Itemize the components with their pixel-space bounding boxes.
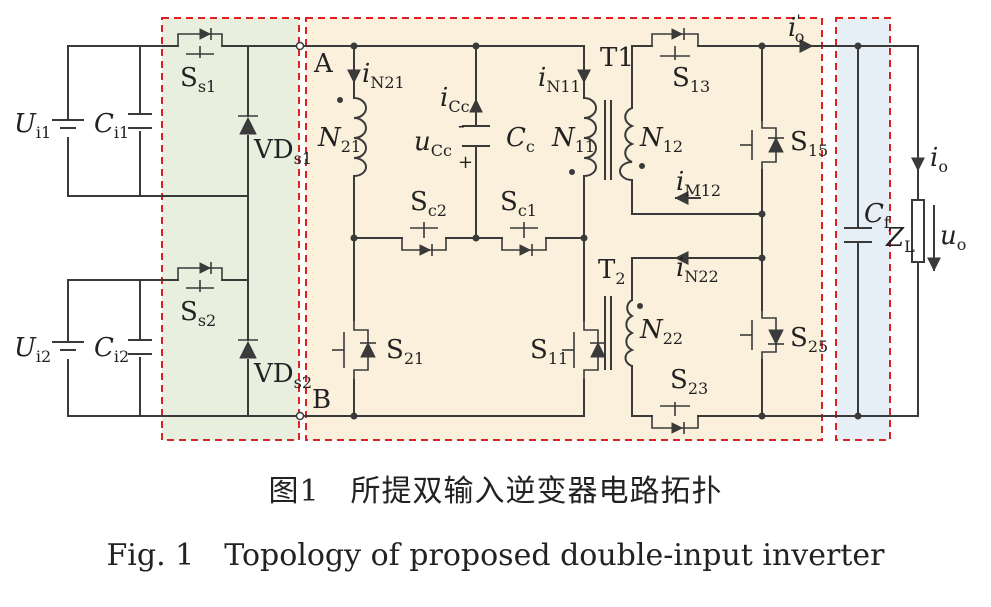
diode-vds1 [238,115,258,135]
label-uo: uo [940,221,966,254]
switch-s13 [651,28,699,60]
output-wiring [839,45,919,417]
load-zl [911,199,925,263]
label-s23: S23 [670,365,708,398]
winding-n21 [337,97,367,177]
label-zl: ZL [885,223,915,256]
input-wiring [67,45,299,417]
label-in22: iN22 [676,253,719,286]
label-cf: Cf [864,199,891,232]
caption-chinese: 图1 所提双输入逆变器电路拓扑 [268,474,723,509]
switch-s11 [562,320,606,380]
label-sc1: Sc1 [500,187,537,220]
label-n22: N22 [639,315,683,348]
capacitor-ci1 [128,113,152,129]
label-in11: iN11 [538,63,581,96]
label-cc-minus: - [458,113,465,137]
switch-s23 [651,402,699,434]
terminal-a [295,41,305,51]
switch-s25 [740,310,784,360]
circuit-diagram: Ui1 Ci1 Ui2 Ci2 Ss1 Ss2 VDs1 VDs2 A B iN… [14,11,966,441]
label-s11: S11 [530,335,568,368]
label-sc2: Sc2 [410,187,447,220]
switch-ss1 [177,28,223,58]
switch-ss2 [177,262,223,292]
label-ci2: Ci2 [94,333,129,366]
label-s13: S13 [672,63,710,96]
label-ui1: Ui1 [14,109,51,142]
label-cc: Cc [506,123,535,156]
transformer-core-t2 [604,296,612,370]
label-io: io [930,143,948,176]
label-n21: N21 [317,123,361,156]
label-n12: N12 [639,123,683,156]
source-ui2 [52,341,84,351]
diode-vds2 [238,339,258,359]
converter-stage-region [305,17,823,441]
switch-s15 [740,120,784,170]
switch-sc2 [401,222,447,256]
winding-n12 [619,107,645,181]
winding-n11 [569,97,597,177]
label-node-b: B [312,385,331,415]
caption-english: Fig. 1 Topology of proposed double-input… [106,538,885,573]
label-ui2: Ui2 [14,333,51,366]
component-labels: Ui1 Ci1 Ui2 Ci2 Ss1 Ss2 VDs1 VDs2 A B iN… [14,11,966,415]
label-t1: T1 [600,43,634,73]
label-ss2: Ss2 [180,297,216,330]
switch-sc1 [501,222,547,256]
label-n11: N11 [551,123,595,156]
terminal-b [295,411,305,421]
label-node-a: A [313,49,334,79]
capacitor-cf [844,227,872,243]
capacitor-ci2 [128,339,152,355]
source-ui1 [52,119,84,129]
label-vds2: VDs2 [253,359,312,392]
label-cc-plus: + [458,152,473,173]
label-icc: iCc [440,83,470,116]
label-im12: iM12 [676,167,721,200]
label-vds1: VDs1 [253,135,312,168]
label-s25: S25 [790,323,828,356]
label-ss1: Ss1 [180,63,216,96]
label-s15: S15 [790,127,828,160]
label-ci1: Ci1 [94,109,129,142]
label-in21: iN21 [362,59,405,92]
label-t2: T2 [598,255,626,288]
winding-n22 [624,299,643,367]
label-s21: S21 [386,335,424,368]
capacitor-cc [462,125,490,147]
label-io-prime: i'o [788,11,804,46]
label-ucc: uCc [414,127,452,160]
switch-s21 [332,320,376,380]
transformer-core-t1 [604,100,612,180]
input-stage-region [161,17,300,441]
